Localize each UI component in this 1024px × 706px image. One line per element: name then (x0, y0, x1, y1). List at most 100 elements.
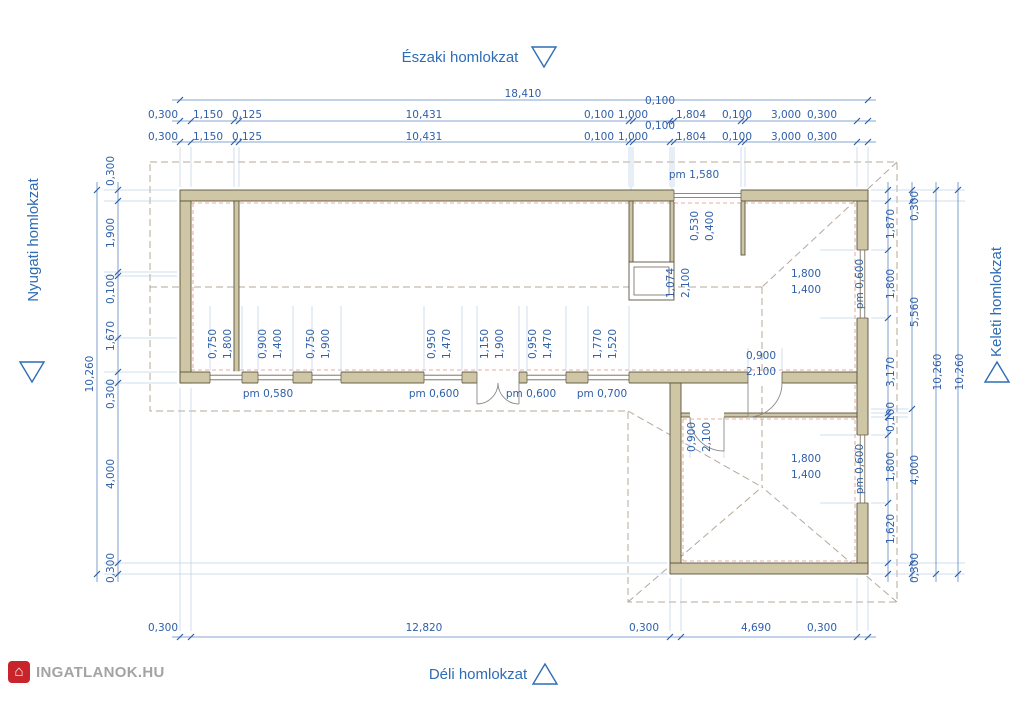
dim-label: 0,300 (909, 191, 921, 221)
wall-interior-thin (233, 200, 240, 373)
dim-label: 1,804 (676, 109, 706, 121)
wall-north (179, 189, 869, 202)
dim-label: 1,074 (665, 268, 677, 298)
dim-label: 18,410 (505, 88, 542, 100)
dim-label: 0,300 (148, 109, 178, 121)
dim-label: 1,400 (791, 284, 821, 296)
dim-label: pm 1,580 (669, 169, 719, 181)
dim-label: 1,620 (885, 514, 897, 544)
dim-label: 0,300 (105, 553, 117, 583)
dim-label: 1,800 (885, 452, 897, 482)
dim-label: 0,100 (885, 402, 897, 432)
openings (209, 189, 869, 504)
dim-label: 4,690 (741, 622, 771, 634)
facade-label-south: Déli homlokzat (429, 666, 528, 683)
dim-label: 1,150 (479, 329, 491, 359)
dim-label: 0,750 (207, 329, 219, 359)
dim-label: 0,300 (148, 622, 178, 634)
dim-label: 1,770 (592, 329, 604, 359)
facade-label-north: Északi homlokzat (402, 49, 520, 66)
dim-label: 2,100 (680, 268, 692, 298)
dim-label: 4,000 (105, 459, 117, 489)
dim-label: 0,900 (686, 422, 698, 452)
wall-west-lower-wing (669, 382, 682, 564)
dim-label: 0,300 (105, 379, 117, 409)
dim-label: 1,000 (618, 109, 648, 121)
dim-label: 0,300 (909, 553, 921, 583)
facade-label-west: Nyugati homlokzat (25, 177, 42, 301)
dim-label: 3,170 (885, 357, 897, 387)
dim-label: 1,470 (542, 329, 554, 359)
dim-label: 4,000 (909, 455, 921, 485)
flue-wall-right (669, 200, 675, 263)
dim-label: 0,300 (148, 131, 178, 143)
dim-label: pm 0,600 (854, 259, 866, 309)
dim-label: 1,800 (791, 453, 821, 465)
dim-label: 0,100 (645, 95, 675, 107)
dim-label: 1,800 (885, 269, 897, 299)
dim-label: pm 0,600 (854, 444, 866, 494)
dim-label: 0,900 (257, 329, 269, 359)
dim-label: 1,900 (105, 218, 117, 248)
dim-label: 0,100 (645, 120, 675, 132)
dim-label: 1,150 (193, 109, 223, 121)
extension-lines (104, 147, 965, 631)
wall-west (179, 200, 192, 384)
dim-label: 1,470 (441, 329, 453, 359)
dim-label: 1,670 (105, 321, 117, 351)
wall-interior-stub (740, 200, 746, 256)
dim-label: 0,300 (105, 156, 117, 186)
dim-label: 0,400 (704, 211, 716, 241)
dim-label: 2,100 (746, 366, 776, 378)
dim-label: 1,900 (320, 329, 332, 359)
dimension-chains (93, 96, 962, 641)
dim-label: 0,100 (722, 131, 752, 143)
dim-label: pm 0,600 (506, 388, 556, 400)
dim-label: 10,260 (932, 354, 944, 391)
chimney-flue (628, 261, 675, 301)
dim-label: 0,100 (584, 109, 614, 121)
logo-text: INGATLANOK.HU (36, 663, 165, 681)
dim-label: 0,530 (689, 211, 701, 241)
dim-label: 2,100 (701, 422, 713, 452)
dim-label: 1,000 (618, 131, 648, 143)
dim-label: 0,300 (807, 131, 837, 143)
dim-label: 1,900 (494, 329, 506, 359)
dim-label: 0,100 (584, 131, 614, 143)
dim-label: 1,800 (222, 329, 234, 359)
logo-house-icon: ⌂ (8, 661, 30, 683)
dim-label: 0,950 (426, 329, 438, 359)
dim-label: 0,100 (722, 109, 752, 121)
dim-label: 1,400 (791, 469, 821, 481)
dim-label: pm 0,700 (577, 388, 627, 400)
dim-label: 3,000 (771, 109, 801, 121)
dim-label: 5,560 (909, 297, 921, 327)
door-swings (476, 382, 783, 452)
dim-label: 10,431 (406, 131, 443, 143)
dim-label: 0,125 (232, 131, 262, 143)
dim-label: 1,520 (607, 329, 619, 359)
dim-label: 1,400 (272, 329, 284, 359)
dim-label: 1,150 (193, 131, 223, 143)
dim-label: 0,100 (105, 274, 117, 304)
dim-label: 0,950 (527, 329, 539, 359)
logo: ⌂ INGATLANOK.HU (8, 661, 165, 683)
roof-outline (149, 161, 898, 603)
dim-label: 12,820 (406, 622, 443, 634)
flue-wall-left (628, 200, 634, 263)
dim-label: 10,431 (406, 109, 443, 121)
dim-label: 0,750 (305, 329, 317, 359)
wall-south-lower-wing (669, 562, 869, 575)
dim-label: pm 0,600 (409, 388, 459, 400)
facade-arrow-north-icon (530, 46, 558, 69)
dim-label: 1,800 (791, 268, 821, 280)
dim-label: 0,125 (232, 109, 262, 121)
dim-label: 0,300 (807, 109, 837, 121)
facade-arrow-east-icon (983, 360, 1011, 383)
dim-label: 1,870 (885, 209, 897, 239)
dim-label: pm 0,580 (243, 388, 293, 400)
dim-label: 10,260 (954, 354, 966, 391)
facade-arrow-west-icon (18, 361, 46, 384)
